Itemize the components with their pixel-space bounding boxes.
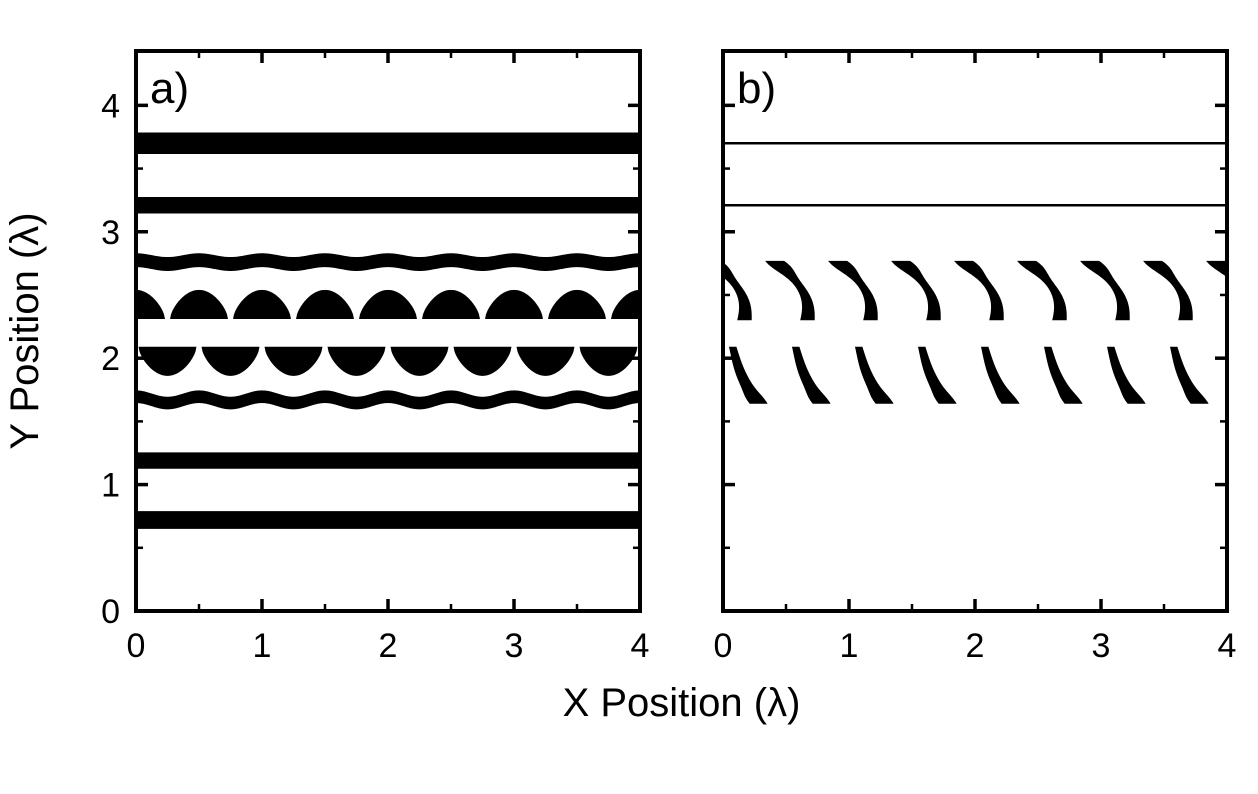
yticklabel-4: 4: [101, 87, 120, 125]
panel-b-frame: [721, 49, 1229, 613]
hook-row-upper-hook: [723, 262, 752, 321]
hook-row-lower-hook: [666, 347, 705, 404]
hook-row-lower-hook: [728, 346, 768, 404]
hook-row-lower-hook: [1233, 347, 1258, 404]
lobe-row-up-2.40-lobe: [233, 289, 291, 319]
hook-row-lower-hook: [917, 346, 957, 404]
lobe-row-down-2.00-lobe: [138, 346, 197, 376]
hook-row-lower-hook: [854, 346, 894, 404]
hook-row-upper-hook: [639, 261, 689, 320]
stripe-0.72: [136, 511, 640, 529]
hook-row-upper-hook: [1017, 260, 1067, 321]
stripe-3.21: [136, 197, 640, 214]
lobe-row-down-2.00-lobe: [327, 346, 386, 376]
lobe-row-down-2.00-lobe: [453, 346, 512, 376]
lobe-row-down-2.00-lobe: [390, 346, 449, 376]
lobe-row-up-2.40-lobe: [170, 289, 228, 319]
panel-a-xticklabel-0: 0: [127, 627, 146, 665]
panel-b-xticklabel-3: 3: [1092, 627, 1111, 665]
hook-row-upper-hook: [1080, 260, 1130, 321]
lobe-row-up-2.40-lobe: [296, 289, 354, 319]
hook-row-lower-hook: [1043, 346, 1083, 404]
hook-row-upper-hook: [765, 260, 815, 321]
lobe-row-down-2.00-lobe: [516, 346, 575, 376]
lobe-row-up-2.40-lobe: [136, 289, 165, 319]
hook-row-upper-hook: [891, 260, 941, 321]
lobe-row-up-2.40-lobe: [422, 289, 480, 319]
panel-a-xticklabel-2: 2: [379, 627, 398, 665]
hook-row-upper-hook: [828, 260, 878, 321]
lobe-row-down-2.00-lobe: [264, 346, 323, 376]
yticklabel-2: 2: [101, 340, 120, 378]
panel-b-xticklabel-1: 1: [840, 627, 859, 665]
panel-a-xticklabel-4: 4: [631, 627, 650, 665]
stripe-2.76: [136, 253, 640, 271]
lobe-row-down-2.00-lobe: [643, 347, 701, 376]
thinline-3.70: [723, 142, 1227, 145]
panel-b-xticklabel-2: 2: [966, 627, 985, 665]
hook-row-lower-hook: [791, 346, 831, 404]
thinline-3.21: [723, 203, 1227, 207]
panel-b-xticklabel-4: 4: [1218, 627, 1237, 665]
panel-b-label: b): [737, 64, 776, 113]
lobe-row-up-2.40-lobe: [359, 289, 417, 319]
hook-row-upper-hook: [1143, 260, 1193, 321]
y-axis-title: Y Position (λ): [3, 212, 47, 449]
lobe-row-up-2.40-lobe: [485, 289, 543, 319]
yticklabel-1: 1: [101, 467, 120, 505]
yticklabel-3: 3: [101, 214, 120, 252]
stripe-3.70: [136, 132, 640, 155]
lobe-row-down-2.00-lobe: [201, 346, 260, 376]
lobe-row-up-2.40-lobe: [44, 290, 102, 319]
yticklabel-0: 0: [101, 593, 120, 631]
x-axis-title: X Position (λ): [563, 681, 801, 725]
stripe-1.19: [136, 452, 640, 469]
lobe-row-down-2.00-lobe: [579, 346, 638, 376]
panel-b-xticklabel-0: 0: [714, 627, 733, 665]
panel-b-content: [639, 142, 1258, 404]
hook-row-lower-hook: [1106, 346, 1146, 404]
hook-row-lower-hook: [980, 346, 1020, 404]
panel-a-xticklabel-1: 1: [253, 627, 272, 665]
panel-a-content: [44, 132, 701, 529]
hook-row-upper-hook: [1206, 260, 1227, 278]
hook-row-upper-hook: [954, 260, 1004, 321]
lobe-row-up-2.40-lobe: [611, 289, 640, 319]
panel-a-label: a): [150, 64, 189, 113]
lobe-row-up-2.40-lobe: [548, 289, 606, 319]
stripe-1.67: [136, 390, 640, 410]
panel-a-xticklabel-3: 3: [505, 627, 524, 665]
hook-row-lower-hook: [1169, 346, 1209, 404]
